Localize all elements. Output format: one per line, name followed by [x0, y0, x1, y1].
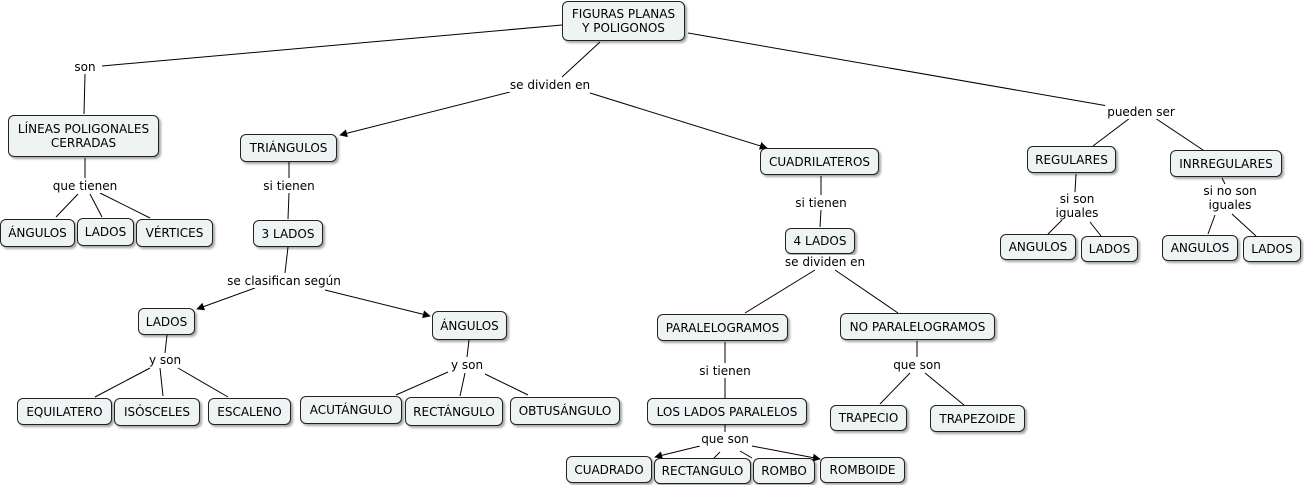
link-queson-trapecio	[879, 372, 911, 405]
link-quetienen-lados	[89, 193, 103, 218]
node-lados-lineas[interactable]: LADOS	[77, 218, 134, 246]
link-yson-isosceles	[159, 367, 164, 397]
link-sison-angulos	[1047, 219, 1063, 235]
link-clasifican-lados	[196, 287, 256, 311]
link-root-dividen	[561, 41, 601, 78]
node-acutangulo[interactable]: ACUTÁNGULO	[300, 396, 402, 424]
node-angulos-regulares[interactable]: ANGULOS	[1000, 234, 1076, 260]
link-root-son	[101, 24, 563, 67]
node-rectangulo-triangulo[interactable]: RECTÁNGULO	[405, 397, 503, 426]
node-inrregulares[interactable]: INRREGULARES	[1170, 150, 1282, 177]
node-lados-irregulares[interactable]: LADOS	[1243, 236, 1301, 262]
node-lados-paralelos[interactable]: LOS LADOS PARALELOS	[647, 398, 807, 425]
link-sitienen-3lados	[287, 192, 290, 220]
link-label-si-tienen-cuadrilateros: si tienen	[793, 196, 849, 210]
link-label-si-son-iguales: si son iguales	[1053, 192, 1101, 220]
link-sinoson-lados	[1231, 213, 1257, 237]
link-clasifican-angulos	[324, 289, 431, 319]
node-lineas-poligonales[interactable]: LÍNEAS POLIGONALES CERRADAS	[8, 115, 159, 157]
link-yson-equilatero	[94, 367, 151, 398]
link-dividen-triangulos	[339, 91, 511, 138]
link-irr-sinoson	[1221, 177, 1226, 185]
node-cuadrilateros[interactable]: CUADRILATEROS	[760, 148, 879, 175]
link-son-lineas	[83, 73, 86, 115]
link-label-pueden-ser: pueden ser	[1105, 105, 1177, 119]
node-escaleno[interactable]: ESCALENO	[208, 398, 291, 425]
link-queson-romboide	[751, 445, 821, 462]
node-cuadrado[interactable]: CUADRADO	[566, 456, 652, 483]
node-trapecio[interactable]: TRAPECIO	[830, 405, 907, 431]
node-equilatero[interactable]: EQUILATERO	[17, 398, 112, 425]
node-triangulos[interactable]: TRIÁNGULOS	[240, 134, 337, 162]
link-dividen-cuadrilateros	[589, 92, 768, 150]
link-3lados-clasifican	[284, 246, 289, 274]
node-angulos-triangulo[interactable]: ÁNGULOS	[432, 311, 507, 340]
node-regulares[interactable]: REGULARES	[1027, 146, 1116, 173]
link-dividen-paralelogramos	[744, 269, 816, 314]
link-yson-acutangulo	[395, 371, 449, 396]
link-angulos-yson	[466, 339, 470, 358]
node-rectangulo[interactable]: RECTANGULO	[654, 458, 751, 484]
link-reg-sison	[1074, 173, 1077, 193]
node-paralelogramos[interactable]: PARALELOGRAMOS	[657, 314, 788, 341]
node-lados-triangulo[interactable]: LADOS	[138, 308, 195, 335]
link-label-si-tienen-paralelogramos: si tienen	[697, 364, 753, 378]
link-label-son: son	[72, 60, 98, 74]
link-label-y-son-lados: y son	[146, 353, 184, 367]
link-pueden-irregulares	[1154, 117, 1204, 151]
link-yson-obtusangulo	[484, 373, 529, 396]
node-rombo[interactable]: ROMBO	[753, 458, 815, 484]
link-pueden-regulares	[1092, 117, 1131, 147]
node-no-paralelogramos[interactable]: NO PARALELOGRAMOS	[840, 313, 995, 340]
link-root-pueden	[687, 32, 1109, 107]
link-lados-yson	[164, 334, 168, 354]
node-vertices[interactable]: VÉRTICES	[136, 219, 213, 247]
link-queson-rectangulo	[713, 451, 721, 459]
link-sison-lados	[1089, 221, 1102, 237]
link-label-si-no-son-iguales: si no son iguales	[1201, 184, 1259, 212]
link-label-se-dividen-en-4: se dividen en	[782, 255, 868, 269]
link-sinoson-angulos	[1207, 214, 1216, 235]
node-4-lados[interactable]: 4 LADOS	[785, 228, 855, 254]
node-angulos-irregulares[interactable]: ANGULOS	[1162, 235, 1238, 261]
link-quetienen-angulos	[55, 193, 79, 218]
node-trapezoide[interactable]: TRAPEZOIDE	[930, 405, 1025, 432]
link-label-si-tienen-triangulos: si tienen	[261, 179, 317, 193]
node-3-lados[interactable]: 3 LADOS	[253, 220, 323, 247]
link-queson-trapezoide	[924, 372, 965, 406]
node-angulos-lineas[interactable]: ÁNGULOS	[0, 219, 75, 247]
link-yson-escaleno	[177, 367, 229, 398]
link-label-que-son-paralelogramos: que son	[699, 432, 751, 446]
link-sitienen-4lados	[819, 209, 822, 228]
node-obtusangulo[interactable]: OBTUSÁNGULO	[510, 397, 620, 425]
link-label-se-dividen-en: se dividen en	[507, 78, 593, 92]
link-queson-rombo	[739, 450, 753, 459]
link-queson-cuadrado	[654, 445, 701, 460]
link-label-que-tienen: que tienen	[50, 179, 120, 193]
node-romboide[interactable]: ROMBOIDE	[820, 457, 905, 483]
link-quetienen-vertices	[99, 192, 151, 219]
link-yson-rectangulo	[459, 372, 466, 397]
node-figuras-planas[interactable]: FIGURAS PLANAS Y POLIGONOS	[562, 1, 685, 41]
node-isosceles[interactable]: ISÓSCELES	[114, 398, 200, 426]
link-label-y-son-angulos: y son	[448, 358, 486, 372]
link-dividen-noparalelogramos	[834, 269, 899, 314]
node-lados-regulares[interactable]: LADOS	[1081, 236, 1138, 262]
link-label-que-son-no-paralelogramos: que son	[891, 358, 943, 372]
link-label-se-clasifican-segun: se clasifican según	[225, 274, 343, 288]
